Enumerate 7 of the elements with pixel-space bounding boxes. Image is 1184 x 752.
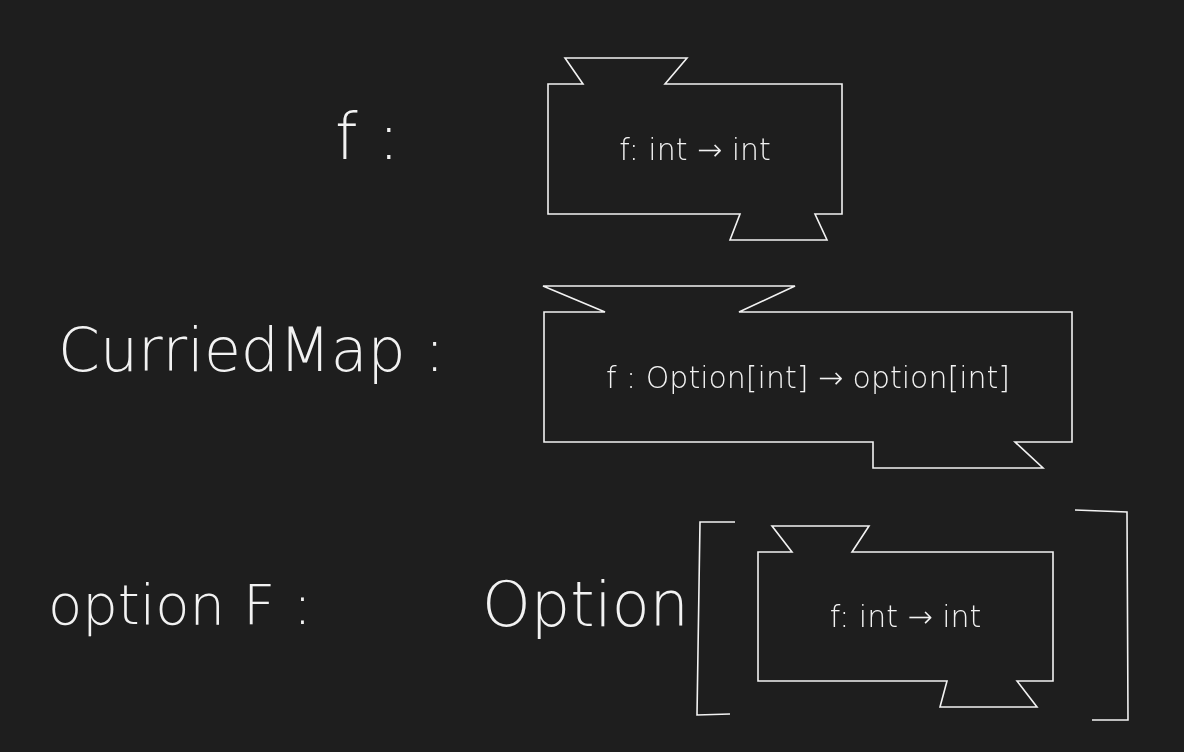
function-signature: f: int → int (829, 599, 982, 634)
name-label: option F : (48, 572, 312, 637)
name-label: CurriedMap : (58, 315, 445, 385)
function-signature: f: int → int (619, 131, 771, 167)
type-constructor-label: Option (482, 568, 689, 641)
function-signature: f : Option[int] → option[int] (606, 359, 1010, 395)
name-label: f : (335, 100, 400, 174)
